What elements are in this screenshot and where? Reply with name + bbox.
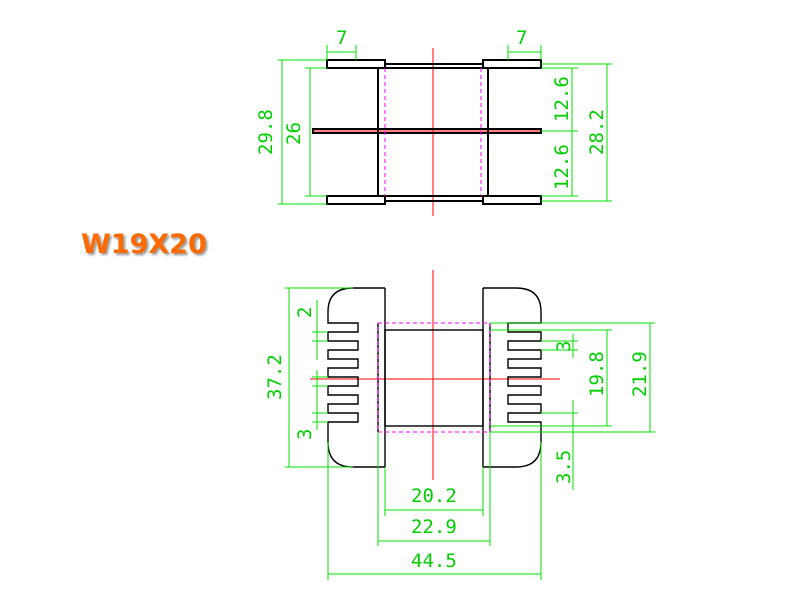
dim-front-20.2: 20.2 — [411, 485, 457, 507]
hidden-window — [377, 322, 491, 433]
dim-front-2: 2 — [294, 307, 316, 318]
left-comb-outline — [327, 287, 385, 468]
front-view: 37.2 2 3 3 19.8 21.9 3.5 — [264, 270, 655, 580]
top-view: 7 7 29.8 26 12.6 12.6 28.2 — [255, 27, 612, 216]
dim-top-12.6-upper: 12.6 — [551, 76, 573, 122]
dim-top-28.2: 28.2 — [586, 109, 608, 155]
model-title: W19X20 — [81, 229, 207, 260]
dim-top-29.8: 29.8 — [255, 109, 277, 155]
dim-top-12.6-lower: 12.6 — [551, 144, 573, 190]
core-window — [384, 329, 484, 427]
dim-front-19.8: 19.8 — [586, 351, 608, 397]
dim-front-44.5: 44.5 — [411, 550, 457, 572]
dim-front-22.9: 22.9 — [411, 516, 457, 538]
dim-front-21.9: 21.9 — [629, 351, 651, 397]
bottom-right-flange — [482, 195, 542, 205]
dim-top-26: 26 — [283, 122, 305, 145]
top-left-flange — [326, 59, 386, 69]
top-right-flange — [482, 59, 542, 69]
right-comb-outline — [483, 287, 542, 468]
dim-front-3-left: 3 — [294, 429, 316, 440]
dim-front-3-right: 3 — [553, 341, 575, 352]
dim-top-left-7: 7 — [336, 27, 347, 49]
dim-front-37.2: 37.2 — [264, 354, 286, 400]
dim-front-3.5: 3.5 — [553, 450, 575, 484]
bottom-left-flange — [326, 195, 386, 205]
dim-top-right-7: 7 — [516, 27, 527, 49]
